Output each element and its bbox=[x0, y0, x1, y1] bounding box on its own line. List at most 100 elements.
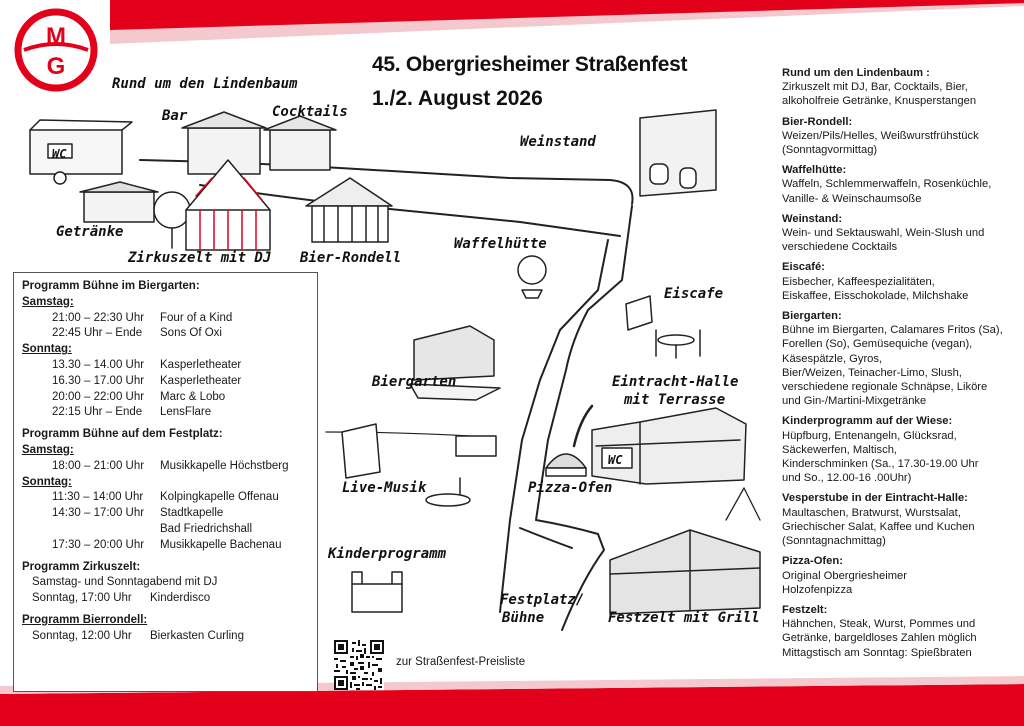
logo-letter-m: M bbox=[46, 23, 66, 50]
program-row: Sonntag, 17:00 Uhr Kinderdisco bbox=[22, 591, 309, 607]
label-waffelhuette: Waffelhütte bbox=[454, 236, 547, 252]
program-act: Musikkapelle Bachenau bbox=[160, 538, 282, 551]
label-eiscafe: Eiscafe bbox=[664, 286, 724, 302]
menu-block-vesperstube: Vesperstube in der Eintracht-Halle: Maul… bbox=[782, 491, 1016, 548]
road-left-edge bbox=[499, 239, 609, 613]
menu-line: Mittagstisch am Sonntag: Spießbraten bbox=[782, 646, 972, 659]
program-time: 21:00 – 22:30 Uhr bbox=[52, 311, 145, 324]
menu-line: Waffeln, Schlemmerwaffeln, Rosenküchle, bbox=[782, 178, 992, 191]
menu-heading: Kinderprogramm auf der Wiese: bbox=[782, 415, 953, 428]
menu-line: (Sonntagvormittag) bbox=[782, 144, 878, 157]
wc-trailer bbox=[29, 119, 133, 185]
menu-line: Griechischer Salat, Kaffee und Kuchen bbox=[782, 520, 975, 533]
food-menu: Rund um den Lindenbaum : Zirkuszelt mit … bbox=[782, 66, 1016, 666]
menu-block-festzelt: Festzelt: Hähnchen, Steak, Wurst, Pommes… bbox=[782, 603, 1016, 660]
label-live-musik: Live-Musik bbox=[342, 480, 427, 496]
menu-block-bier-rondell: Bier-Rondell: Weizen/Pils/Helles, Weißwu… bbox=[782, 115, 1016, 158]
menu-line: Eisbecher, Kaffeespezialitäten, bbox=[782, 275, 935, 288]
road-right-edge bbox=[535, 205, 633, 631]
menu-line: verschiedene Cocktails bbox=[782, 241, 898, 254]
menu-block-waffelhuette: Waffelhütte: Waffeln, Schlemmerwaffeln, … bbox=[782, 163, 1016, 206]
menu-line: Eiskaffee, Eisschokolade, Milchshake bbox=[782, 289, 969, 302]
menu-block-lindenbaum: Rund um den Lindenbaum : Zirkuszelt mit … bbox=[782, 66, 1016, 109]
menu-line: Holzofenpizza bbox=[782, 583, 853, 596]
menu-heading: Pizza-Ofen: bbox=[782, 555, 843, 568]
qr-label: zur Straßenfest-Preisliste bbox=[396, 656, 526, 668]
menu-block-pizza-ofen: Pizza-Ofen: Original Obergriesheimer Hol… bbox=[782, 554, 1016, 597]
menu-line: und So., 12.00-16 .00Uhr) bbox=[782, 472, 912, 485]
menu-heading: Bier-Rondell: bbox=[782, 115, 853, 128]
program-act: LensFlare bbox=[160, 406, 212, 419]
label-bier-rondell: Bier-Rondell bbox=[300, 250, 402, 266]
menu-heading: Weinstand: bbox=[782, 212, 843, 225]
menu-heading: Biergarten: bbox=[782, 310, 842, 323]
program-act: Bad Friedrichshall bbox=[160, 522, 253, 535]
program-act: Stadtkapelle bbox=[160, 507, 224, 520]
program-bierrondell-title: Programm Bierrondell: bbox=[22, 613, 148, 626]
label-cocktails: Cocktails bbox=[272, 104, 348, 120]
program-act: Kinderdisco bbox=[150, 592, 211, 605]
label-getraenke: Getränke bbox=[56, 224, 124, 240]
program-time: 16.30 – 17.00 Uhr bbox=[52, 374, 145, 387]
label-bar: Bar bbox=[162, 108, 188, 124]
cocktails-building bbox=[263, 115, 337, 171]
logo-letter-g: G bbox=[47, 53, 66, 80]
program-time: Sonntag, 17:00 Uhr bbox=[32, 592, 132, 605]
program-act: Musikkapelle Höchstberg bbox=[160, 459, 289, 472]
eintracht-halle bbox=[591, 407, 747, 485]
menu-line: Forellen (So), Gemüsequiche (vegan), bbox=[782, 338, 973, 351]
menu-line: Original Obergriesheimer bbox=[782, 569, 907, 582]
biergarten-hut bbox=[409, 325, 501, 457]
menu-line: Käsespätzle, Gyros, bbox=[782, 352, 883, 365]
linden-tree bbox=[153, 191, 191, 249]
program-time: 13.30 – 14.00 Uhr bbox=[52, 358, 145, 371]
circus-tent bbox=[185, 159, 271, 251]
program-biergarten-title: Programm Bühne im Biergarten: bbox=[22, 280, 200, 292]
label-buehne: Bühne bbox=[502, 610, 545, 626]
qr-code[interactable] bbox=[334, 640, 384, 690]
label-wc-1: WC bbox=[52, 147, 67, 161]
label-weinstand: Weinstand bbox=[520, 134, 596, 150]
menu-line: (Sonntagnachmittag) bbox=[782, 535, 886, 548]
program-time: 11:30 – 14:00 Uhr bbox=[52, 491, 144, 504]
program-day-label: Samstag: bbox=[22, 295, 74, 308]
menu-line: Wein- und Sektauswahl, Wein-Slush und bbox=[782, 227, 985, 240]
program-time: 14:30 – 17:00 Uhr bbox=[52, 507, 145, 520]
label-wc-2: WC bbox=[608, 453, 623, 467]
pizza-oven bbox=[545, 404, 594, 477]
menu-line: Getränke, bargeldloses Zahlen möglich bbox=[782, 632, 977, 645]
menu-line: Weizen/Pils/Helles, Weißwurstfrühstück bbox=[782, 129, 979, 142]
label-lindenbaum: Rund um den Lindenbaum bbox=[112, 76, 298, 92]
label-zirkuszelt: Zirkuszelt mit DJ bbox=[128, 250, 272, 266]
menu-line: Maultaschen, Bratwurst, Wurstsalat, bbox=[782, 506, 961, 519]
live-musik-stage bbox=[341, 423, 471, 507]
bouncy-castle bbox=[351, 571, 403, 613]
event-date: 1./2. August 2026 bbox=[372, 87, 543, 110]
menu-line: Zirkuszelt mit DJ, Bar, Cocktails, Bier, bbox=[782, 81, 968, 94]
label-festplatz: Festplatz/ bbox=[500, 592, 585, 608]
program-zirkuszelt-line: Samstag- und Sonntagabend mit DJ bbox=[32, 576, 218, 589]
menu-block-biergarten: Biergarten: Bühne im Biergarten, Calamar… bbox=[782, 309, 1016, 408]
label-eintracht-halle: Eintracht-Halle bbox=[612, 374, 739, 390]
festzelt-tent bbox=[609, 529, 761, 615]
program-row: 14:30 – 17:00 Uhr Stadtkapelle bbox=[22, 506, 309, 522]
menu-line: und Gin-/Martini-Mixgetränke bbox=[782, 395, 927, 408]
path-festplatz bbox=[519, 527, 573, 549]
menu-block-eiscafe: Eiscafé: Eisbecher, Kaffeespezialitäten,… bbox=[782, 260, 1016, 303]
label-biergarten: Biergarten bbox=[372, 374, 457, 390]
bier-rondell-pavilion bbox=[305, 177, 393, 243]
header-stripe bbox=[110, 0, 1024, 44]
program-row: Bad Friedrichshall bbox=[22, 522, 309, 538]
menu-block-weinstand: Weinstand: Wein- und Sektauswahl, Wein-S… bbox=[782, 212, 1016, 255]
program-time: 18:00 – 21:00 Uhr bbox=[52, 459, 145, 472]
bar-building bbox=[181, 111, 267, 175]
menu-line: Hähnchen, Steak, Wurst, Pommes und bbox=[782, 618, 976, 631]
